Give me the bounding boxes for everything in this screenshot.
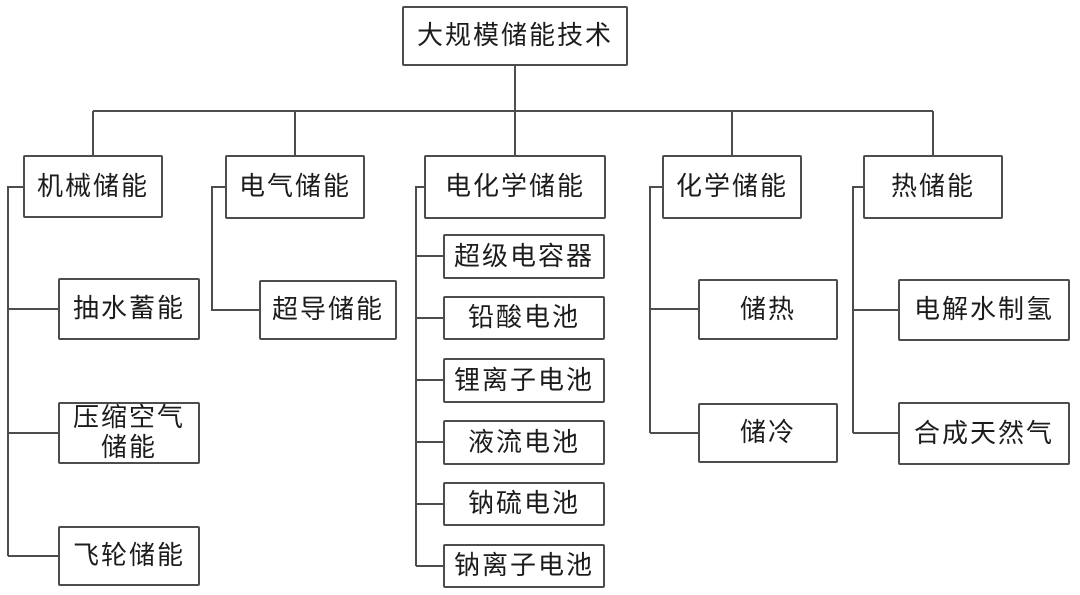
node-pumped-hydro-storage: 抽水蓄能 [58,278,200,340]
node-water-electrolysis-hydrogen: 电解水制氢 [898,279,1070,341]
node-mechanical-storage: 机械储能 [23,155,163,218]
node-chemical-storage: 化学储能 [662,155,802,219]
node-supercapacitor: 超级电容器 [443,234,605,279]
connector-rail-electrochemical [415,186,443,567]
node-flow-battery: 液流电池 [443,420,605,465]
node-large-scale-energy-storage: 大规模储能技术 [402,6,628,66]
node-flywheel-storage: 飞轮储能 [58,526,200,586]
node-lithium-ion-battery: 锂离子电池 [443,358,605,403]
connector-rail-thermal [852,186,898,434]
node-heat-storage: 储热 [698,279,838,340]
node-sodium-ion-battery: 钠离子电池 [443,544,605,588]
connector-rail-chemical [649,186,698,434]
node-synthetic-natural-gas: 合成天然气 [898,402,1070,465]
node-compressed-air-storage: 压缩空气储能 [58,402,200,464]
connector-rail-mechanical [7,186,58,557]
node-cold-storage: 储冷 [698,403,838,463]
node-lead-acid-battery: 铅酸电池 [443,296,605,340]
node-sodium-sulfur-battery: 钠硫电池 [443,482,605,526]
node-electrochemical-storage: 电化学储能 [424,155,606,219]
node-electrical-storage: 电气储能 [225,155,365,219]
node-thermal-storage: 热储能 [863,155,1003,219]
node-superconducting-storage: 超导储能 [259,280,397,340]
